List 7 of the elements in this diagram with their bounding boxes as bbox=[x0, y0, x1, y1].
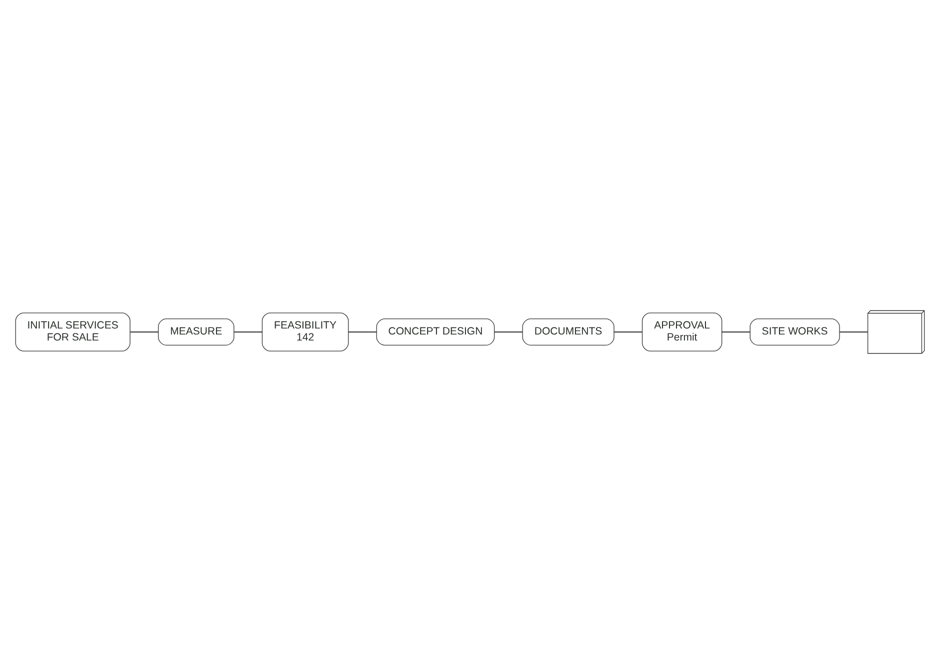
node-box: MEASURE bbox=[158, 318, 234, 346]
node-box: INITIAL SERVICES FOR SALE bbox=[15, 312, 130, 352]
node-box: CONCEPT DESIGN bbox=[376, 318, 495, 346]
node-box: FEASIBILITY 142 bbox=[262, 312, 349, 352]
node-box: SITE WORKS bbox=[750, 318, 840, 346]
node-box: APPROVAL Permit bbox=[642, 312, 722, 352]
node-box: DOCUMENTS bbox=[522, 318, 614, 346]
